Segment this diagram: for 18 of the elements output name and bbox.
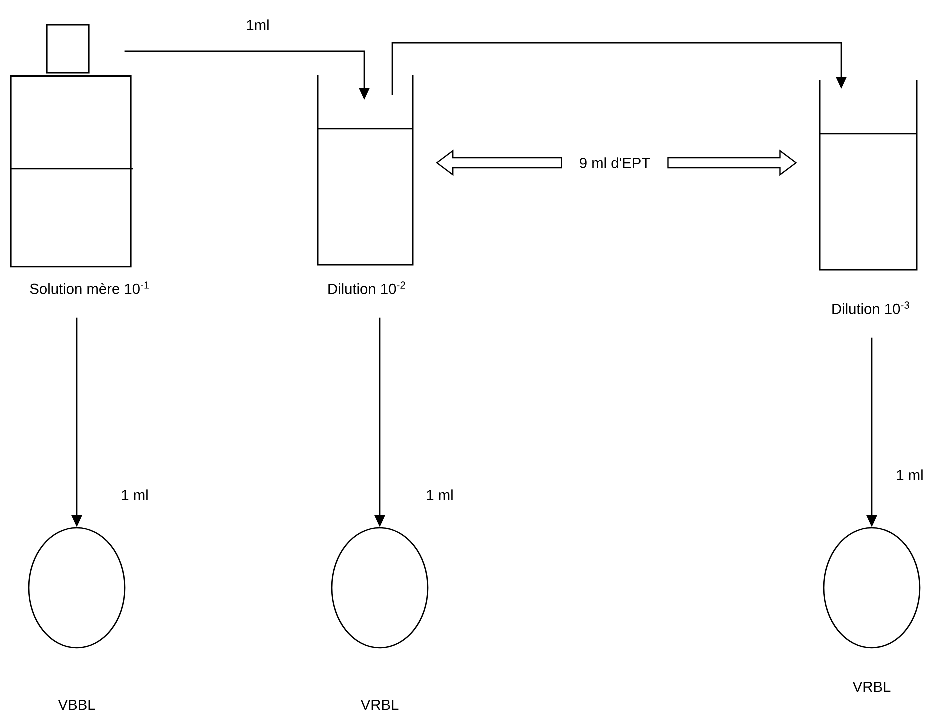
volume-label: 9 ml d'EPT	[580, 158, 650, 168]
beaker-drawing: Dilution 10$^{-3}$	[819, 80, 918, 314]
petri-dish: VRBL	[823, 527, 921, 692]
beaker-drawing: Dilution 10$^{-2}$	[317, 75, 414, 294]
node-label: VRBL	[360, 700, 399, 710]
bottle-drawing: Solution mère 10$^{-1}$	[10, 24, 150, 294]
petri-dish: VBBL	[28, 527, 126, 710]
node-label: VRBL	[852, 682, 891, 692]
arrow	[392, 42, 848, 96]
petri-dish: VRBL	[331, 527, 429, 710]
node-label: Solution mère 10$^{-1}$	[30, 282, 150, 294]
block-arrow	[436, 150, 562, 176]
edge-label: 1 ml	[120, 488, 150, 502]
edge-label: 1ml	[244, 18, 272, 32]
node-label: VBBL	[58, 700, 96, 710]
block-arrow	[668, 150, 798, 176]
edge-label: 1 ml	[424, 488, 456, 502]
edge-label: 1 ml	[894, 468, 926, 482]
